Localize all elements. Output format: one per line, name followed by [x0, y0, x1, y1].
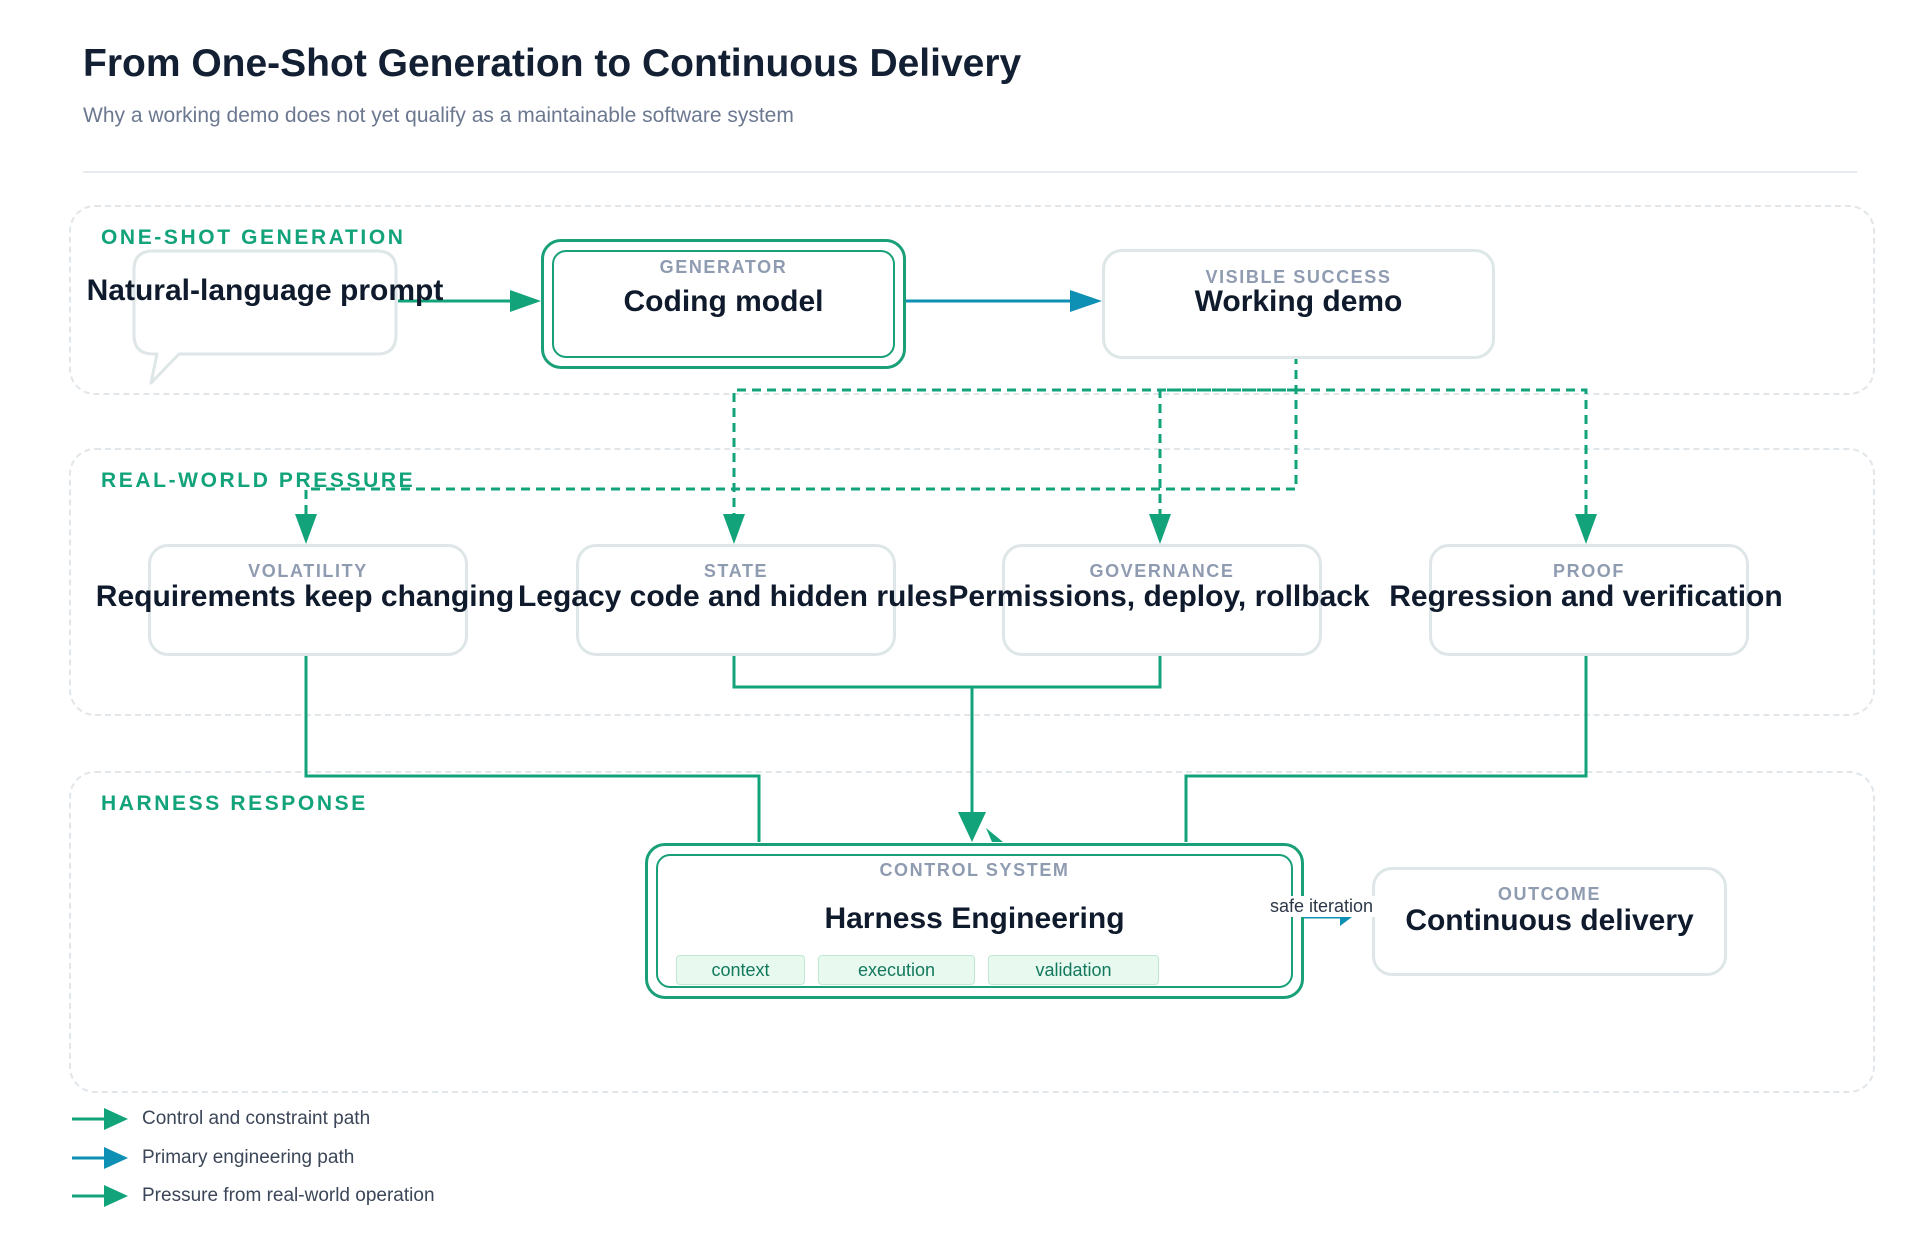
volatility-kicker: VOLATILITY [248, 561, 368, 581]
legend-arrows [72, 1108, 128, 1207]
pressure-edges [304, 355, 1588, 514]
arrowhead-to-governance [1149, 514, 1171, 544]
proof-node: PROOF [1429, 544, 1749, 656]
governance-node: GOVERNANCE [1002, 544, 1322, 656]
outcome-title: Continuous delivery [1405, 904, 1694, 937]
state-kicker: STATE [703, 561, 769, 581]
control-kicker: CONTROL SYSTEM [879, 860, 1070, 880]
lane-one-shot-generation [69, 205, 1875, 395]
arrowhead-to-proof [1575, 514, 1597, 544]
state-node: STATE [576, 544, 896, 656]
lane-label-harness: HARNESS RESPONSE [101, 792, 368, 815]
legend-label: Control and constraint path [142, 1108, 371, 1129]
demo-kicker: VISIBLE SUCCESS [1205, 267, 1392, 287]
pill-validation: validation [988, 955, 1159, 985]
arrowhead-to-control [958, 812, 986, 842]
control-system-inner [656, 854, 1293, 988]
arrowhead-to-state [723, 514, 745, 544]
page-title: From One-Shot Generation to Continuous D… [83, 42, 1022, 85]
legend-label: Primary engineering path [142, 1147, 355, 1168]
governance-kicker: GOVERNANCE [1089, 561, 1235, 581]
outcome-kicker: OUTCOME [1497, 884, 1602, 904]
governance-title: Permissions, deploy, rollback [948, 580, 1370, 613]
arrowhead-to-control-right [986, 828, 1003, 842]
generator-node-inner [552, 250, 895, 358]
pill-context: context [676, 955, 805, 985]
arrowhead-prompt-to-generator [510, 290, 541, 312]
generator-kicker: GENERATOR [659, 257, 788, 277]
state-title: Legacy code and hidden rules [517, 580, 949, 613]
proof-kicker: PROOF [1552, 561, 1625, 581]
demo-title: Working demo [1194, 285, 1403, 318]
proof-title: Regression and verification [1389, 580, 1783, 613]
page-subtitle: Why a working demo does not yet qualify … [83, 104, 794, 127]
arrowhead-generator-to-demo [1070, 290, 1102, 312]
prompt-bubble [132, 249, 398, 385]
header-divider [83, 171, 1857, 173]
control-title: Harness Engineering [824, 902, 1125, 935]
generator-title: Coding model [623, 285, 824, 318]
lane-label-pressure: REAL-WORLD PRESSURE [101, 469, 416, 492]
legend-label: Pressure from real-world operation [142, 1185, 435, 1206]
edge-label-safe-iteration: safe iteration [1266, 896, 1378, 917]
generator-node: GENERATOR Coding model [541, 239, 906, 369]
prompt-node-title: Natural-language prompt [86, 274, 444, 307]
control-edges [304, 652, 1588, 842]
pill-execution: execution [818, 955, 975, 985]
volatility-title: Requirements keep changing [95, 580, 515, 613]
demo-node: VISIBLE SUCCESS Working demo [1102, 249, 1495, 359]
lane-label-one-shot: ONE-SHOT GENERATION [101, 226, 406, 249]
outcome-node: OUTCOME Continuous delivery [1372, 867, 1727, 976]
volatility-node: VOLATILITY [148, 544, 468, 656]
arrowhead-to-volatility [295, 514, 317, 544]
